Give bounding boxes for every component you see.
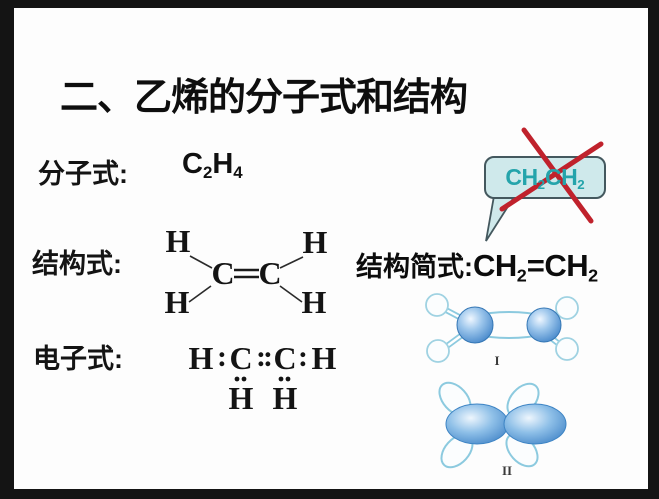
- pi-bond-model: II: [438, 381, 567, 478]
- formula-subscript: 2: [588, 265, 599, 286]
- electronic-formula-diagram: H : C :: C : H H H: [189, 340, 337, 416]
- model-label: II: [502, 463, 512, 478]
- hydrogen-sphere: [426, 339, 450, 363]
- atom-h: H: [312, 340, 337, 376]
- atom-h: H: [166, 223, 191, 259]
- molecular-formula-value: C2H4: [182, 148, 243, 183]
- page-title: 二、乙烯的分子式和结构: [60, 77, 468, 119]
- atom-h: H: [189, 340, 214, 376]
- formula-subscript: 2: [202, 163, 213, 183]
- atom-h: H: [273, 380, 298, 416]
- model-label: I: [494, 353, 499, 368]
- atom-c: C: [273, 340, 296, 376]
- condensed-formula-label: 结构简式:: [356, 252, 473, 282]
- hydrogen-sphere: [425, 293, 449, 317]
- electron-pair: :: [298, 340, 308, 373]
- atom-c: C: [258, 255, 281, 291]
- formula-subscript: 2: [516, 265, 527, 286]
- bubble-formula: CH2CH2: [486, 164, 604, 192]
- sigma-bond-model: I: [425, 293, 579, 368]
- carbon-sphere: [456, 306, 494, 344]
- formula-part: CH: [473, 248, 517, 283]
- electron-dot: [234, 376, 240, 382]
- atom-h: H: [302, 284, 327, 317]
- formula-part: CH: [505, 164, 538, 190]
- electron-cloud-lobe: [445, 403, 509, 445]
- atom-c: C: [229, 340, 252, 376]
- slide-canvas: 二、乙烯的分子式和结构 分子式: C2H4 结构式: H H C C H H 电…: [14, 8, 648, 489]
- molecular-formula-label: 分子式:: [38, 159, 128, 189]
- formula-subscript: 2: [577, 177, 585, 192]
- hydrogen-sphere: [555, 337, 579, 361]
- structural-formula-label: 结构式:: [32, 249, 122, 279]
- bond-line: [188, 285, 212, 303]
- electron-dot: [278, 376, 284, 382]
- atom-h: H: [303, 224, 328, 260]
- formula-subscript: 4: [233, 163, 243, 183]
- condensed-formula-value: CH2=CH2: [473, 248, 598, 286]
- formula-part: C: [182, 148, 203, 180]
- electron-cloud-lobe: [503, 403, 567, 445]
- bond-line: [279, 285, 303, 303]
- electron-dot: [285, 376, 291, 382]
- double-electron-pair: ::: [256, 340, 271, 373]
- atom-h: H: [165, 284, 190, 317]
- formula-part: CH: [545, 164, 578, 190]
- cross-stroke: [499, 141, 604, 212]
- bond-line: [189, 255, 213, 269]
- carbon-sphere: [526, 307, 562, 343]
- formula-part: =CH: [526, 248, 589, 283]
- condensed-formula-line: 结构简式:CH2=CH2: [356, 245, 598, 286]
- formula-part: H: [212, 148, 234, 180]
- electronic-formula-label: 电子式:: [33, 344, 123, 374]
- crossed-bubble-graphic: [484, 127, 606, 242]
- bond-line: [279, 256, 304, 269]
- electron-pair: :: [217, 340, 227, 373]
- atom-c: C: [211, 255, 234, 291]
- structural-formula-diagram: H H C C H H: [165, 223, 328, 317]
- formula-subscript: 2: [537, 177, 545, 192]
- hydrogen-sphere: [555, 296, 579, 320]
- atom-h: H: [229, 380, 254, 416]
- electron-dot: [241, 376, 247, 382]
